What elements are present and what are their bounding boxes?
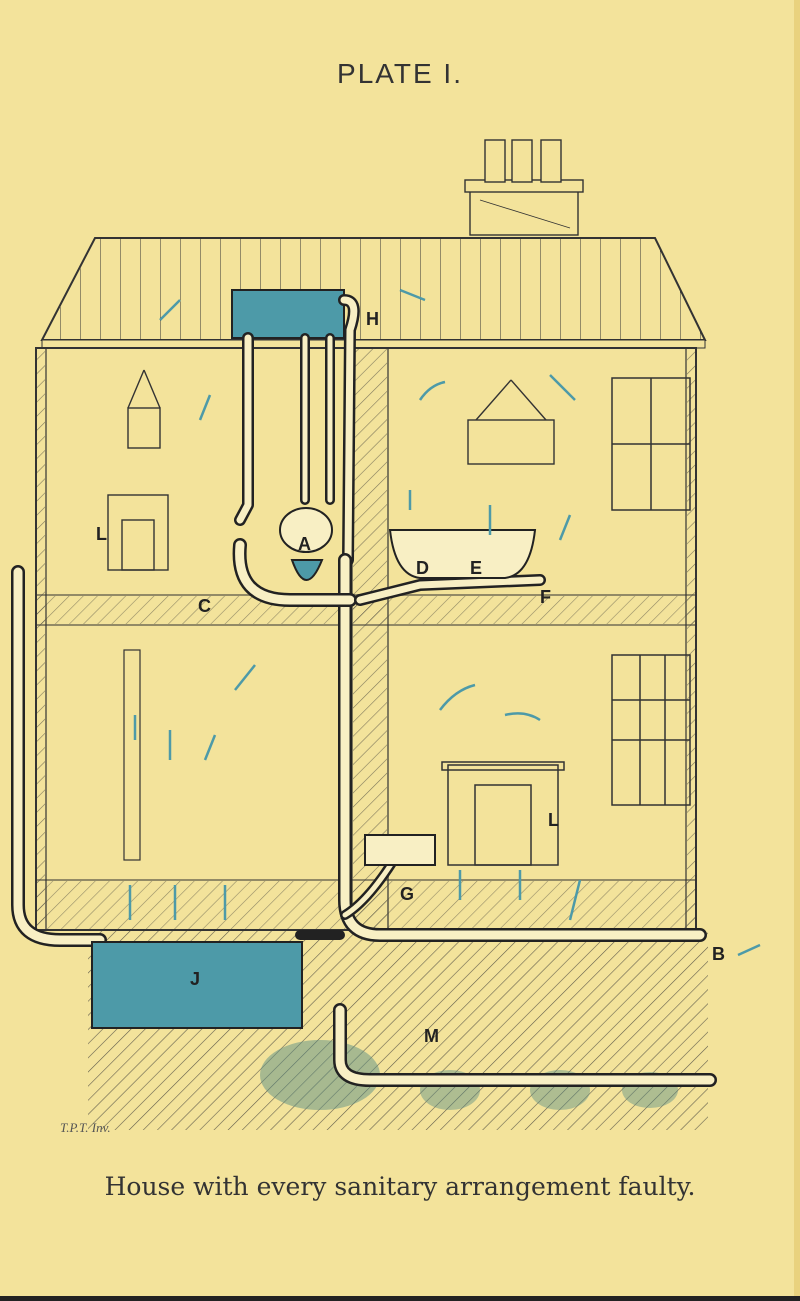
label-d: D (416, 558, 429, 578)
house-diagram: H A L C D E F L G J M B (11, 139, 761, 1130)
wc-pan (279, 507, 333, 581)
bath (388, 529, 537, 579)
fireplace-lower-right (441, 761, 565, 866)
plate-caption: House with every sanitary arrangement fa… (104, 1172, 696, 1201)
window-upper-right (611, 377, 691, 511)
roof (40, 237, 707, 349)
label-h: H (366, 309, 379, 329)
artist-signature: T.P.T. Inv. (60, 1120, 111, 1135)
cesspool (91, 941, 303, 1029)
label-f: F (540, 587, 551, 607)
label-g: G (400, 884, 414, 904)
label-j: J (190, 969, 200, 989)
air-flow-arrows (128, 288, 761, 957)
chimney (464, 139, 584, 236)
picture-frame-upper-right (467, 379, 555, 465)
label-e: E (470, 558, 482, 578)
label-l-upper: L (96, 524, 107, 544)
label-a: A (298, 534, 311, 554)
doorway-lower-left (123, 649, 141, 861)
page-bottom-edge (0, 1296, 800, 1301)
cistern (231, 289, 345, 339)
sink (364, 834, 436, 866)
label-b: B (712, 944, 725, 964)
label-m: M (424, 1026, 439, 1046)
window-lower-right (611, 654, 691, 806)
plate-title: PLATE I. (337, 58, 463, 89)
fireplace-upper-left (107, 369, 169, 571)
soil-contamination (260, 1040, 380, 1110)
page-edge (794, 0, 800, 1301)
label-c: C (198, 596, 211, 616)
pipes (11, 294, 717, 1087)
label-l-lower: L (548, 810, 559, 830)
